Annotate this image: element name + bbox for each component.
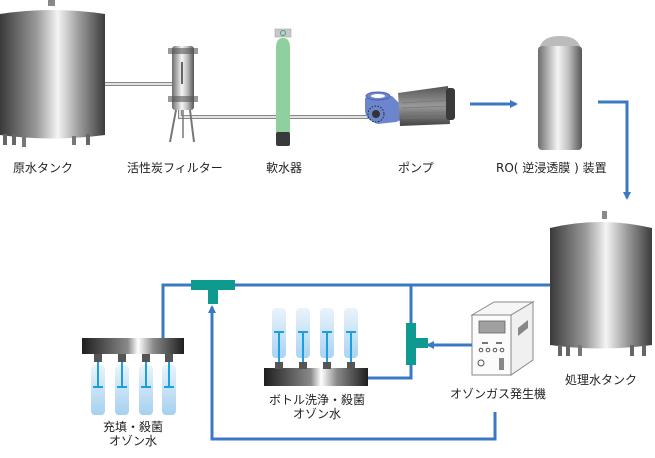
flow-lines [161, 100, 631, 441]
arrow-ro-to-treated-tank [598, 100, 631, 200]
label-treated-water-tank: 処理水タンク [565, 373, 638, 387]
label-filling: 充填・殺菌 オゾン水 [80, 420, 186, 448]
label-bottle-washing-line1: ボトル洗浄・殺菌 [268, 393, 365, 407]
filling-bottles [91, 362, 176, 415]
ozone-generator [470, 301, 535, 376]
line-wash-tee-to-washer [368, 355, 413, 380]
label-activated-carbon-filter: 活性炭フィルター [127, 161, 223, 175]
washing-bottles [272, 308, 358, 364]
label-pump: ポンプ [398, 161, 434, 175]
treated-water-tank [550, 211, 652, 356]
bottle-washing-station [264, 308, 368, 386]
label-ro-unit: RO( 逆浸透膜 ) 装置 [496, 161, 607, 175]
line-tank-to-fill [161, 283, 550, 340]
activated-carbon-filter [168, 46, 198, 143]
filling-station [82, 338, 184, 415]
pump [365, 86, 455, 126]
ro-unit [538, 36, 582, 150]
label-bottle-washing: ボトル洗浄・殺菌 オゾン水 [262, 393, 372, 421]
label-water-softener: 軟水器 [266, 161, 303, 175]
arrow-ozone-to-fill-tee [208, 305, 497, 441]
label-filling-line1: 充填・殺菌 [102, 420, 163, 434]
label-ozone-generator: オゾンガス発生機 [450, 387, 547, 401]
raw-water-tank [0, 0, 105, 147]
water-softener [274, 28, 292, 146]
tee-fitting-fill [191, 280, 235, 304]
label-raw-water-tank: 原水タンク [13, 161, 74, 175]
tee-fitting-wash [406, 323, 428, 365]
pipe-filter-to-pump [178, 108, 385, 119]
label-bottle-washing-line2: オゾン水 [292, 407, 341, 421]
label-filling-line2: オゾン水 [108, 434, 157, 448]
